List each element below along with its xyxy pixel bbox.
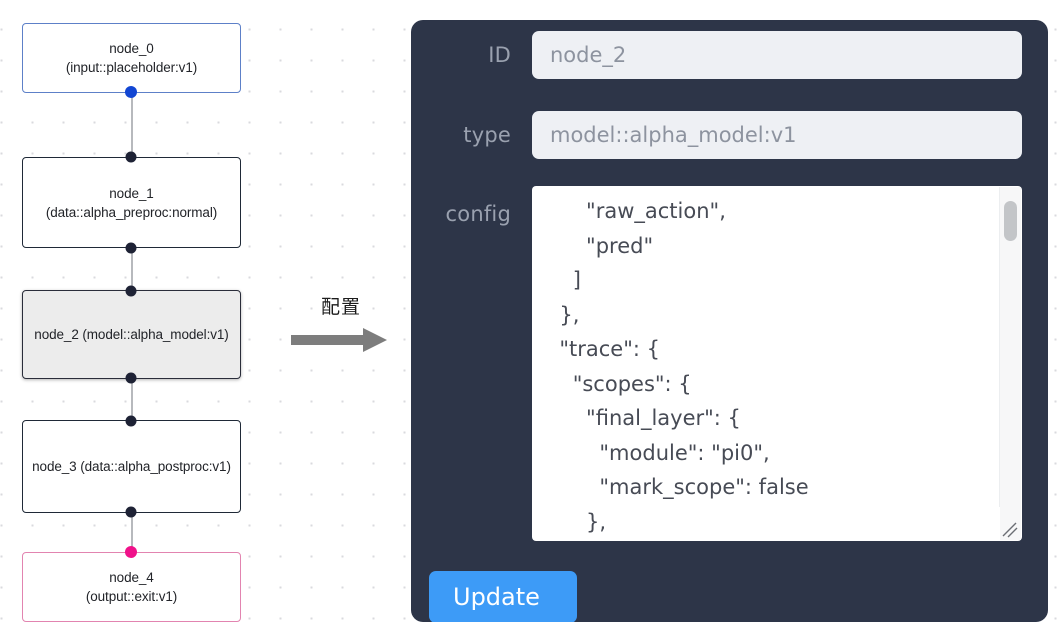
graph-node-label: node_0 (input::placeholder:v1) bbox=[65, 41, 198, 75]
graph-node-node_2[interactable]: node_2 (model::alpha_model:v1) bbox=[22, 290, 241, 379]
port-node3-input[interactable] bbox=[125, 415, 137, 427]
port-node0-output[interactable] bbox=[125, 86, 137, 98]
config-field-label: config bbox=[445, 202, 511, 226]
graph-node-label: node_3 (data::alpha_postproc:v1) bbox=[32, 459, 231, 474]
edge-node0-node1 bbox=[131, 92, 133, 158]
resize-grip-icon bbox=[1002, 522, 1018, 538]
annotation-group: 配置 bbox=[291, 296, 391, 358]
port-node2-output[interactable] bbox=[125, 372, 137, 384]
graph-node-node_3[interactable]: node_3 (data::alpha_postproc:v1) bbox=[22, 420, 241, 513]
port-node4-input[interactable] bbox=[125, 546, 137, 558]
edge-node3-node4 bbox=[131, 512, 133, 552]
config-scrollbar[interactable] bbox=[999, 187, 1021, 507]
port-node3-output[interactable] bbox=[125, 506, 137, 518]
graph-node-node_0[interactable]: node_0 (input::placeholder:v1) bbox=[22, 23, 241, 93]
update-button[interactable]: Update bbox=[429, 571, 577, 622]
type-field-label: type bbox=[463, 123, 511, 147]
graph-node-label: node_4 (output::exit:v1) bbox=[85, 570, 178, 604]
config-textarea[interactable] bbox=[532, 186, 1022, 541]
annotation-caption: 配置 bbox=[320, 296, 361, 318]
edge-node2-node3 bbox=[131, 377, 133, 421]
config-resize-grip[interactable] bbox=[1000, 507, 1021, 540]
type-input[interactable] bbox=[532, 111, 1022, 159]
config-editor[interactable] bbox=[532, 186, 1022, 541]
graph-node-label: node_2 (model::alpha_model:v1) bbox=[34, 327, 229, 342]
port-node1-output[interactable] bbox=[125, 242, 137, 254]
config-field-row: config bbox=[429, 186, 1022, 541]
type-field-row: type bbox=[429, 111, 1022, 159]
graph-node-label: node_1 (data::alpha_preproc:normal) bbox=[45, 185, 218, 220]
graph-node-node_1[interactable]: node_1 (data::alpha_preproc:normal) bbox=[22, 157, 241, 248]
node-inspector-panel: ID type config Update bbox=[411, 20, 1048, 622]
port-node1-input[interactable] bbox=[125, 151, 137, 163]
edge-node1-node2 bbox=[131, 247, 133, 292]
port-node2-input[interactable] bbox=[125, 285, 137, 297]
id-input[interactable] bbox=[532, 31, 1022, 79]
config-scrollbar-thumb[interactable] bbox=[1004, 201, 1017, 241]
id-field-row: ID bbox=[429, 31, 1022, 79]
right-arrow-icon bbox=[291, 328, 387, 352]
graph-node-node_4[interactable]: node_4 (output::exit:v1) bbox=[22, 552, 241, 622]
id-field-label: ID bbox=[488, 43, 511, 67]
